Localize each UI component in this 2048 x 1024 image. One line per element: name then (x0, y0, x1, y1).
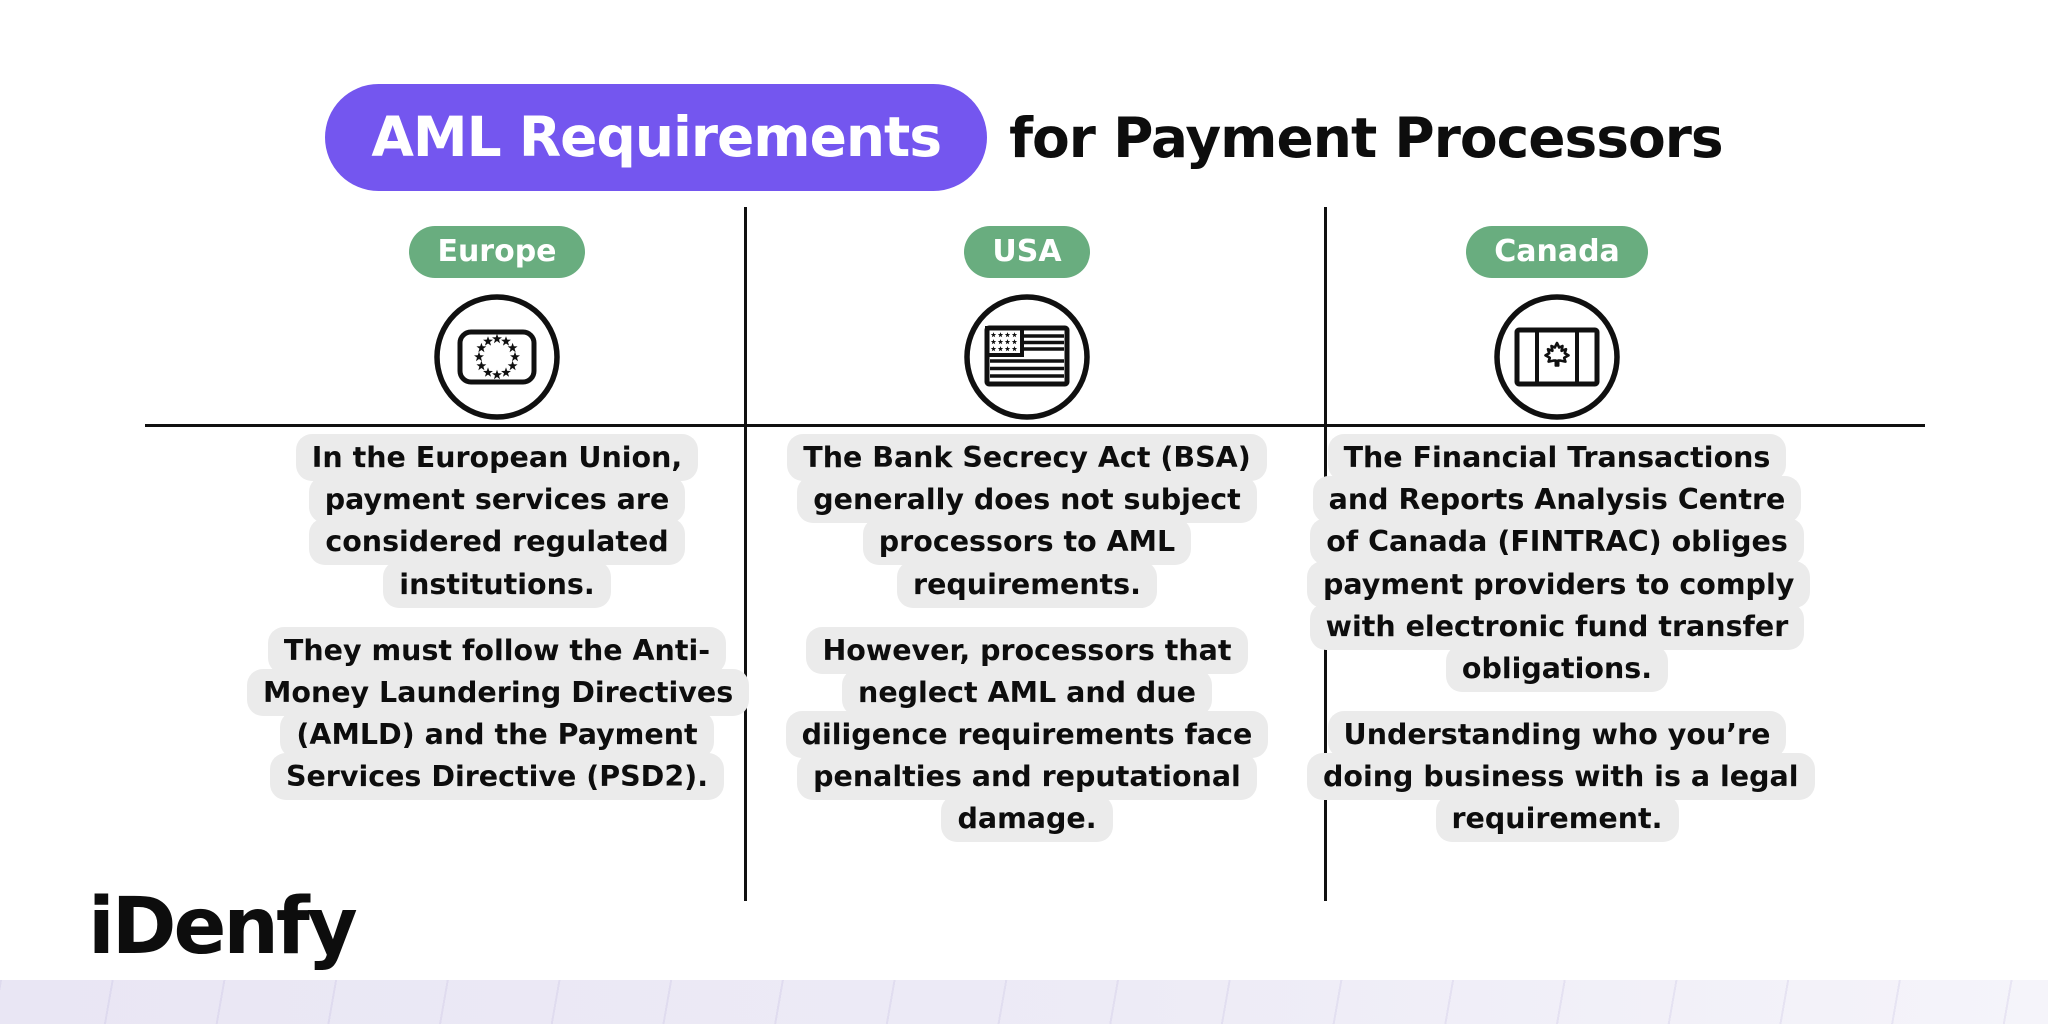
info-block-usa-1: The Bank Secrecy Act (BSA) generally doe… (777, 434, 1277, 608)
idenfy-logo: iDenfy (88, 882, 358, 972)
info-block-canada-2: Understanding who you’re doing business … (1307, 711, 1815, 843)
info-block-europe-2: They must follow the Anti-Money Launderi… (247, 626, 750, 801)
page-title: AML Requirements for Payment Processors (0, 84, 2048, 191)
footer-band (0, 980, 2048, 1024)
region-badge-canada: Canada (1466, 226, 1648, 278)
canada-flag-icon (1492, 292, 1622, 422)
column-divider-left (744, 207, 747, 901)
eu-flag-icon (432, 292, 562, 422)
info-block-canada-1: The Financial Transactions and Reports A… (1307, 434, 1811, 692)
info-block-europe-1: In the European Union, payment services … (247, 434, 747, 608)
info-text: The Bank Secrecy Act (BSA) generally doe… (787, 434, 1267, 608)
info-block-usa-2: However, processors that neglect AML and… (777, 626, 1277, 843)
usa-flag-icon (962, 292, 1092, 422)
column-header-usa: USA (787, 226, 1267, 422)
column-header-europe: Europe (257, 226, 737, 422)
column-header-canada: Canada (1317, 226, 1797, 422)
column-body-canada: The Financial Transactions and Reports A… (1307, 434, 1815, 843)
region-badge-europe: Europe (409, 226, 585, 278)
info-text: In the European Union, payment services … (295, 434, 699, 608)
title-highlight-pill: AML Requirements (325, 84, 988, 191)
column-body-usa: The Bank Secrecy Act (BSA) generally doe… (777, 434, 1277, 843)
info-text: However, processors that neglect AML and… (785, 626, 1269, 843)
header-rule (145, 424, 1925, 427)
info-text: Understanding who you’re doing business … (1307, 711, 1815, 843)
info-text: They must follow the Anti-Money Launderi… (247, 626, 750, 801)
column-body-europe: In the European Union, payment services … (247, 434, 750, 801)
info-text: The Financial Transactions and Reports A… (1307, 434, 1811, 692)
title-rest-text: for Payment Processors (1009, 105, 1724, 170)
region-badge-usa: USA (964, 226, 1090, 278)
title-highlight-text: AML Requirements (371, 105, 942, 169)
